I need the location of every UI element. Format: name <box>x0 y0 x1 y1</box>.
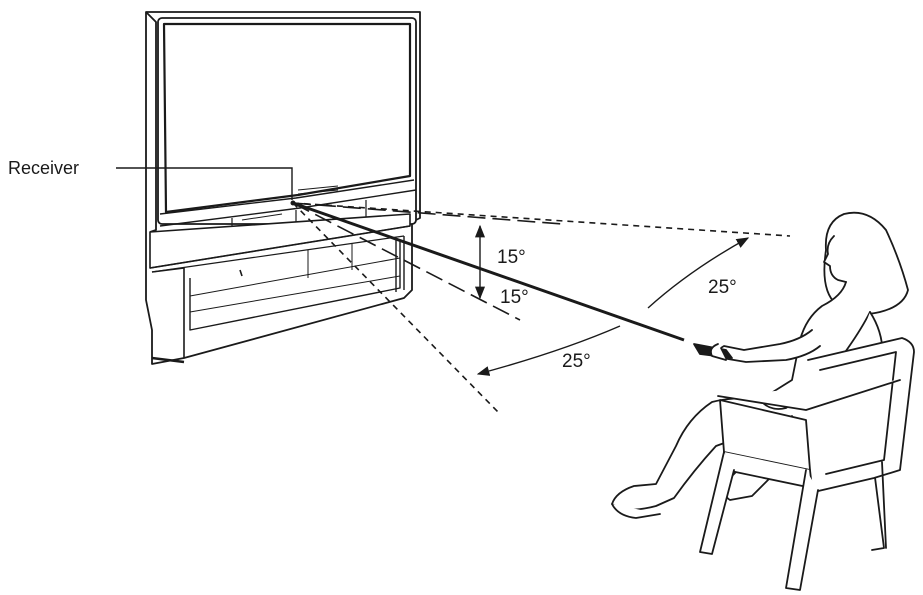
receiver-leader-line <box>116 167 293 200</box>
horizontal-right-angle-label: 25° <box>708 277 737 298</box>
horizontal-left-angle-label: 25° <box>562 351 591 372</box>
left-angle-arc-arrow <box>476 325 621 376</box>
range-lines <box>292 201 791 413</box>
seated-viewer <box>611 211 915 591</box>
vertical-down-boundary <box>292 202 521 321</box>
vertical-up-boundary <box>292 202 563 225</box>
receiver-label: Receiver <box>8 158 80 178</box>
right-angle-arc-arrow <box>647 237 750 309</box>
vertical-down-angle-label: 15° <box>500 287 529 308</box>
television <box>145 11 421 365</box>
main-beam-line <box>292 201 685 342</box>
angle-arrows <box>474 224 750 376</box>
vertical-up-angle-label: 15° <box>497 247 526 268</box>
horizontal-left-boundary <box>292 202 499 413</box>
